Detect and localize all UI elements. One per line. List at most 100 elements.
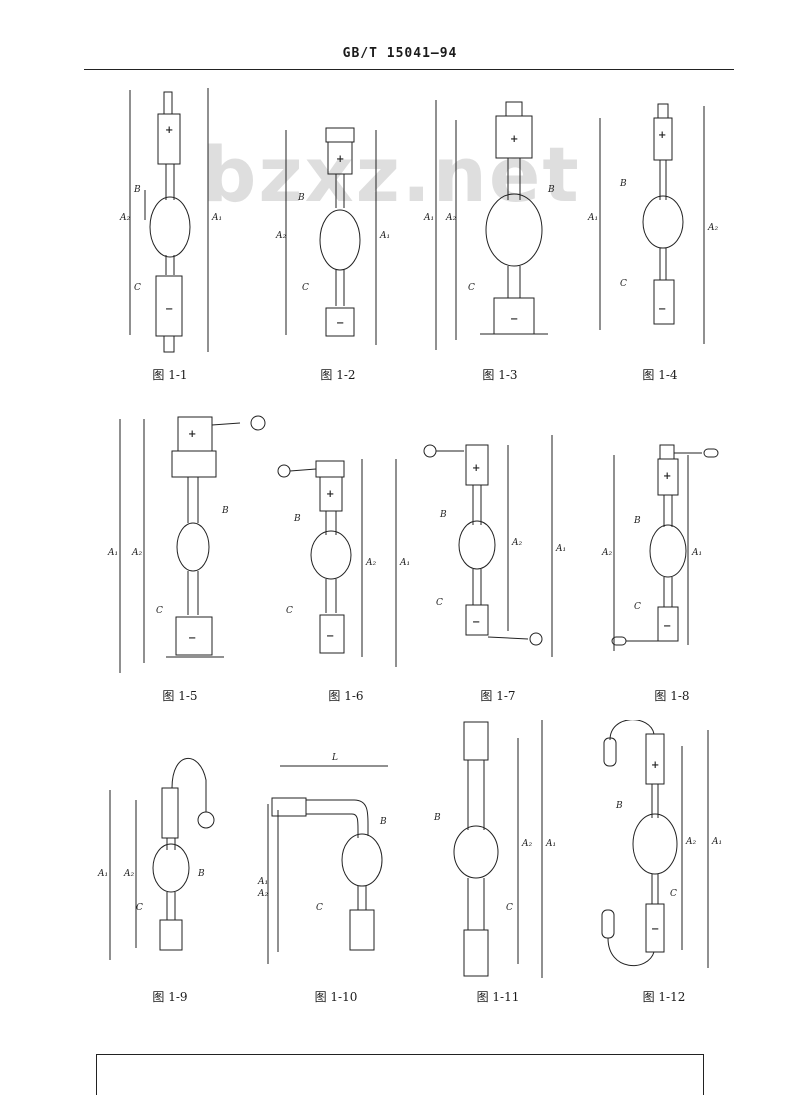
label-a2: A₂	[601, 548, 612, 558]
header-rule	[84, 69, 734, 70]
figure-1-7: + − B A₂ A₁ C 图 1-7	[418, 405, 578, 715]
label-l: L	[331, 753, 338, 763]
figure-1-8: + − B A₂ A₁ C 图 1-8	[592, 405, 752, 715]
label-a1: A₁	[691, 548, 702, 558]
figure-1-10: L B A₁ A₂ C 图 1-10	[256, 720, 416, 1030]
figure-1-4: + − B A₁ A₂ C 图 1-4	[580, 80, 740, 390]
plus-sign: +	[663, 471, 671, 482]
figure-caption: 图 1-5	[162, 689, 198, 703]
lamp-drawing: + − B A₁ A₂ C	[423, 100, 555, 350]
label-a2: A₂	[685, 837, 696, 847]
lamp-drawing: L B A₁ A₂ C	[257, 753, 388, 964]
label-a1: A₁	[587, 213, 598, 223]
label-a2: A₂	[119, 213, 130, 223]
figure-caption: 图 1-2	[320, 368, 356, 382]
figure-caption: 图 1-8	[654, 689, 690, 703]
figure-1-6: + − B A₂ A₁ C 图 1-6	[266, 405, 426, 715]
lamp-drawing: + − B A₁ A₂ C	[587, 103, 718, 344]
figure-1-5: + − B A₁ A₂ C 图 1-5	[100, 405, 266, 715]
figure-caption: 图 1-9	[152, 990, 188, 1004]
label-b: B	[293, 514, 301, 524]
label-b: B	[633, 516, 641, 526]
label-a1: A₁	[257, 877, 268, 887]
lamp-drawing: + − B A₁ A₂ C	[107, 415, 266, 673]
label-b: B	[221, 506, 229, 516]
minus-sign: −	[188, 633, 196, 644]
label-c: C	[286, 606, 293, 616]
label-c: C	[436, 598, 443, 608]
watermark: bzxz.net	[202, 130, 581, 219]
lamp-drawing: B A₂ A₁ C	[433, 720, 556, 978]
label-a2: A₂	[511, 538, 522, 548]
label-c: C	[506, 903, 513, 913]
label-a1: A₁	[379, 231, 390, 241]
figure-caption: 图 1-1	[152, 368, 188, 382]
figure-caption: 图 1-10	[314, 990, 358, 1004]
label-a1: A₁	[711, 837, 722, 847]
plus-sign: +	[472, 463, 480, 474]
minus-sign: −	[651, 924, 659, 935]
lamp-drawing: + − B A₂ A₁ C	[423, 435, 566, 657]
label-b: B	[433, 813, 441, 823]
plus-sign: +	[188, 429, 196, 440]
label-b: B	[133, 185, 141, 195]
label-c: C	[468, 283, 475, 293]
label-c: C	[136, 903, 143, 913]
lamp-drawing: + − B A₂ A₁ C	[601, 720, 722, 968]
label-a1: A₁	[555, 544, 566, 554]
label-c: C	[134, 283, 141, 293]
label-a2: A₂	[131, 548, 142, 558]
figure-caption: 图 1-11	[476, 990, 520, 1004]
lamp-drawing: + − B A₂ A₁ C	[275, 127, 390, 345]
lamp-drawing: + − B A₂ A₁ C	[601, 444, 719, 651]
label-a2: A₂	[365, 558, 376, 568]
minus-sign: −	[472, 617, 480, 628]
figure-caption: 图 1-12	[642, 990, 686, 1004]
label-a2: A₂	[257, 889, 268, 899]
lamp-drawing: B A₁ A₂ C	[97, 758, 215, 960]
label-a2: A₂	[275, 231, 286, 241]
figure-1-1: + − B A₂ A₁ C 图 1-1	[90, 80, 250, 390]
label-a2: A₂	[707, 223, 718, 233]
label-a1: A₁	[545, 839, 556, 849]
figure-1-11: B A₂ A₁ C 图 1-11	[418, 720, 578, 1030]
lamp-drawing: + − B A₂ A₁ C	[277, 459, 410, 667]
minus-sign: −	[658, 304, 666, 315]
label-c: C	[620, 279, 627, 289]
figure-caption: 图 1-3	[482, 368, 518, 382]
label-b: B	[297, 193, 305, 203]
label-c: C	[634, 602, 641, 612]
bottom-frame	[96, 1054, 704, 1095]
label-c: C	[316, 903, 323, 913]
minus-sign: −	[165, 304, 173, 315]
page-header: GB/T 15041—94	[342, 46, 458, 61]
label-a2: A₂	[123, 869, 134, 879]
label-b: B	[615, 801, 623, 811]
label-a1: A₁	[107, 548, 118, 558]
figure-1-3: + − B A₁ A₂ C 图 1-3	[420, 80, 580, 390]
minus-sign: −	[663, 621, 671, 632]
label-b: B	[439, 510, 447, 520]
label-c: C	[302, 283, 309, 293]
label-a1: A₁	[97, 869, 108, 879]
figure-1-12: + − B A₂ A₁ C 图 1-12	[584, 720, 744, 1030]
label-a2: A₂	[521, 839, 532, 849]
label-a1: A₁	[399, 558, 410, 568]
figure-caption: 图 1-4	[642, 368, 678, 382]
figure-caption: 图 1-6	[328, 689, 364, 703]
label-a2: A₂	[445, 213, 456, 223]
minus-sign: −	[336, 318, 344, 329]
figure-caption: 图 1-7	[480, 689, 516, 703]
label-c: C	[670, 889, 677, 899]
plus-sign: +	[336, 154, 344, 165]
label-b: B	[619, 179, 627, 189]
label-b: B	[547, 185, 555, 195]
plus-sign: +	[510, 134, 518, 145]
plus-sign: +	[326, 489, 334, 500]
figure-1-2: + − B A₂ A₁ C 图 1-2	[258, 80, 418, 390]
minus-sign: −	[510, 314, 518, 325]
plus-sign: +	[651, 760, 659, 771]
label-b: B	[197, 869, 205, 879]
label-c: C	[156, 606, 163, 616]
label-b: B	[379, 817, 387, 827]
